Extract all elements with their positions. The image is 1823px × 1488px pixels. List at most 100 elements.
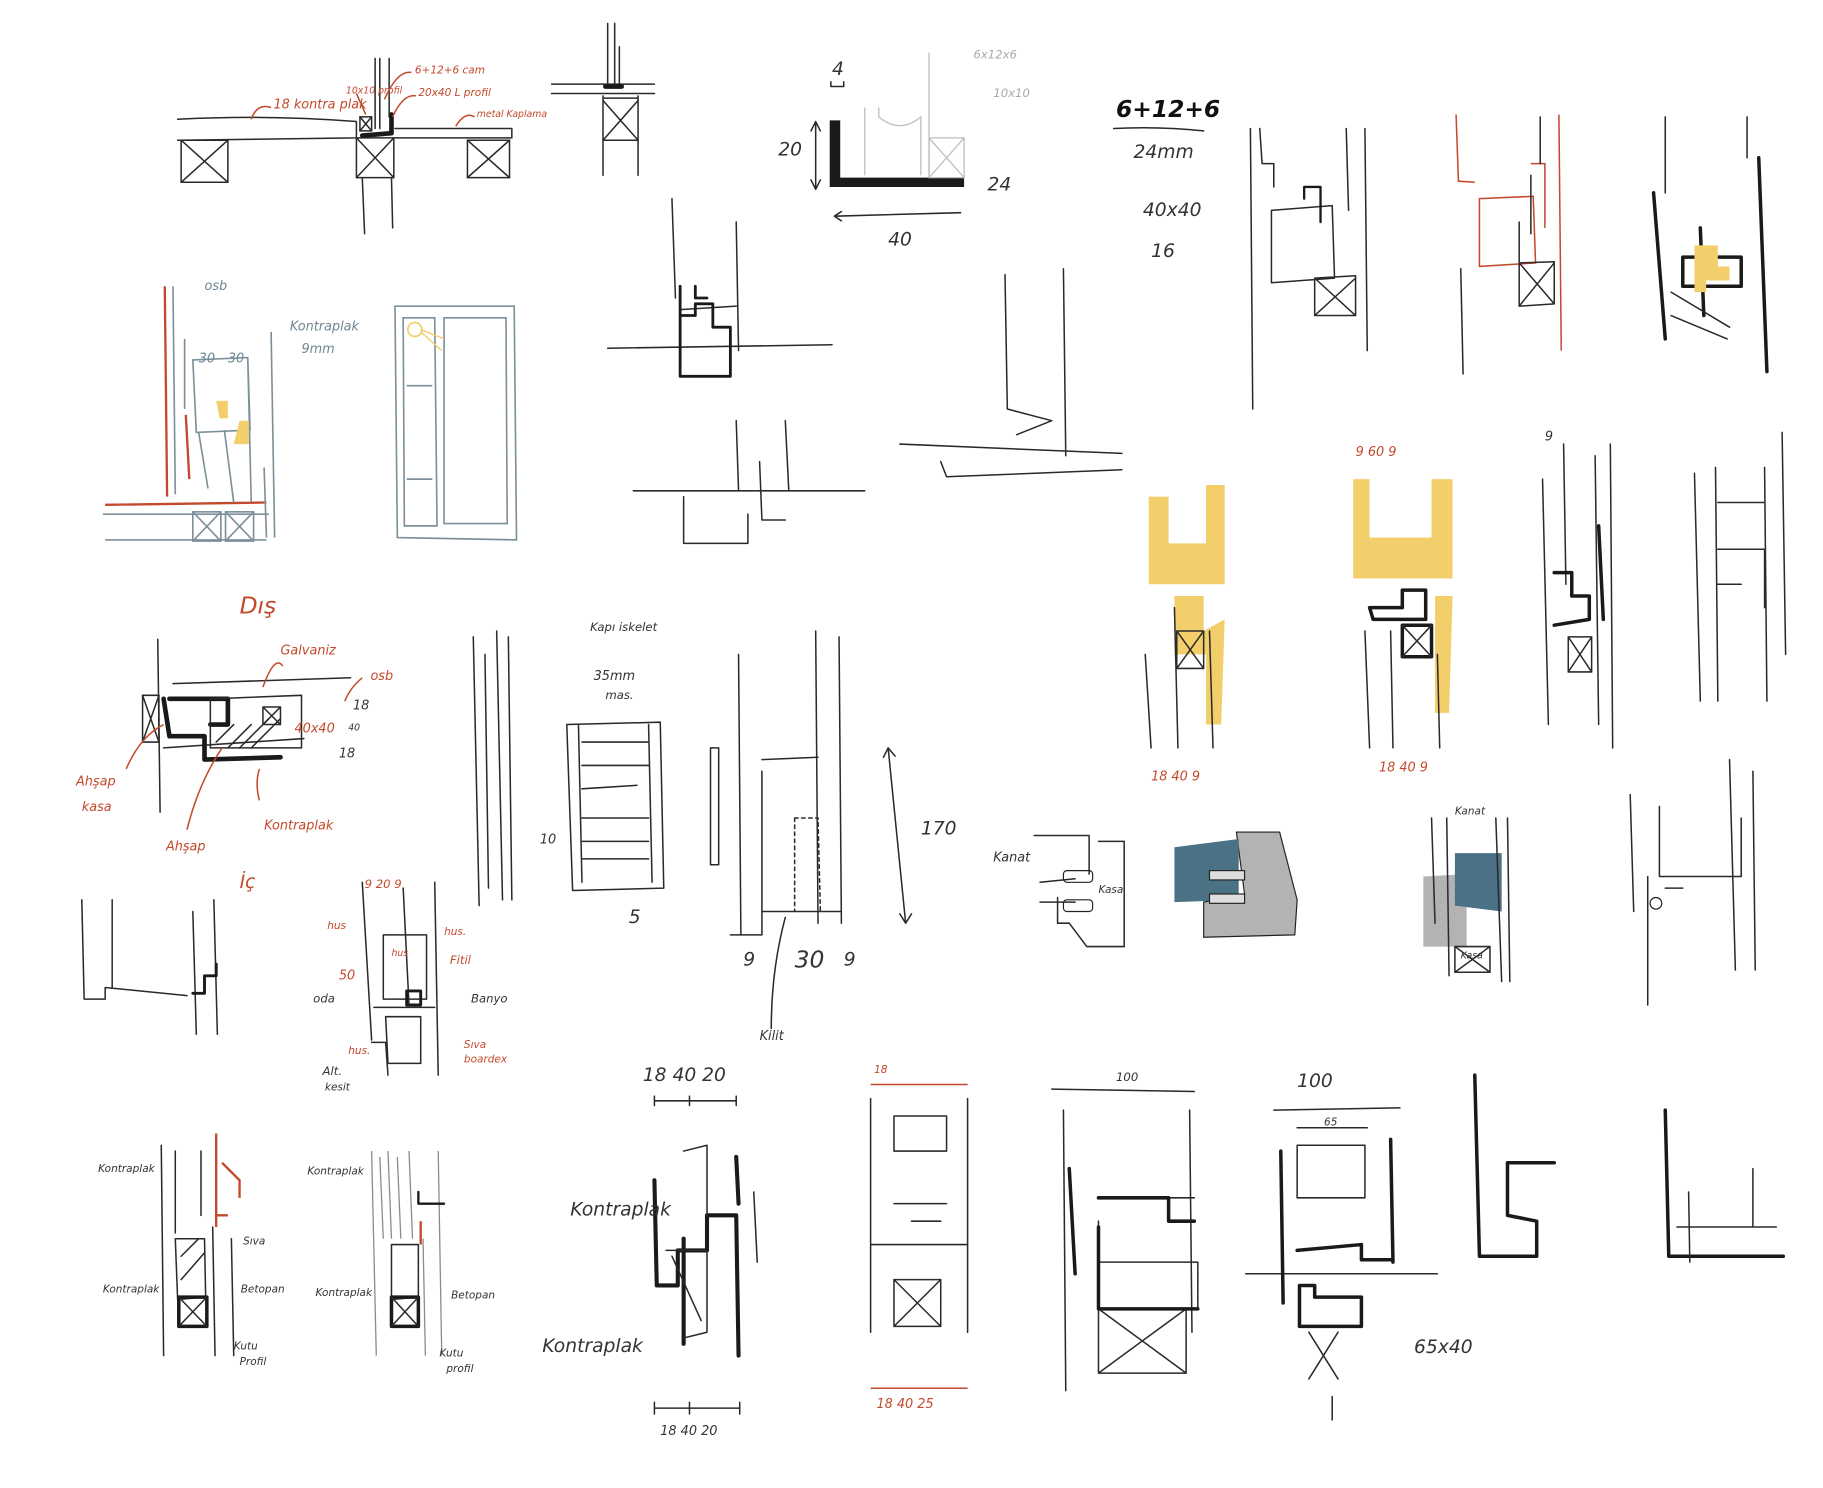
label-ahsap-kasa-2: kasa <box>82 800 112 815</box>
dim-9b: 9 <box>844 949 856 970</box>
label-kontraplak-b: Kontraplak <box>542 1336 644 1357</box>
dim-9a: 9 <box>743 949 755 970</box>
sketch-yellow-sections: 9 60 9 18 40 9 18 40 9 9 <box>1144 430 1787 785</box>
label-siva: Sıva <box>464 1039 486 1051</box>
label-osb: osb <box>370 669 393 684</box>
sketch-l-profile: 4 20 24 40 6x12x6 10x10 <box>778 47 1030 250</box>
dim-50: 50 <box>339 968 355 983</box>
sketch-glass-joint: 18 kontra plak 10x10 profil 6+12+6 cam 2… <box>176 57 548 235</box>
label-kontraplak: 18 kontra plak <box>273 98 367 113</box>
label-kutu: Kutu <box>234 1341 258 1353</box>
dim-100-a: 100 <box>1116 1070 1138 1084</box>
label-hus-2: hus. <box>444 926 466 938</box>
dim-18-40-9-a: 18 40 9 <box>1151 770 1200 785</box>
label-fitil: Fitil <box>450 953 472 967</box>
label-kontraplak: Kontraplak <box>264 819 334 834</box>
dim-40: 40 <box>888 229 912 250</box>
sketch-kanat-kasa: Kanat Kasa Kanat Kasa <box>993 758 1756 1006</box>
label-banyo: Banyo <box>471 992 508 1006</box>
note-glass: 6+12+6 <box>1116 95 1220 123</box>
label-kasa-2: Kasa <box>1461 950 1483 961</box>
label-kasa: Kasa <box>1098 884 1123 896</box>
dim-9-20-9: 9 20 9 <box>365 877 402 891</box>
dim-18-40-9-b: 18 40 9 <box>1379 760 1428 775</box>
dim-30b: 30 <box>228 351 244 366</box>
label-kontraplak: Kontraplak <box>290 320 360 335</box>
dim-170: 170 <box>921 818 957 839</box>
dim-10: 10 <box>540 833 556 848</box>
sketch-bottom-dims: 18 40 20 Kontraplak Kontraplak 18 40 20 … <box>542 1064 1786 1439</box>
dim-4: 4 <box>832 59 844 80</box>
label-kanat: Kanat <box>993 850 1031 865</box>
label-9mm: 9mm <box>301 342 334 357</box>
label-ic: İç <box>240 870 257 893</box>
label-kesit: kesit <box>325 1081 351 1093</box>
dim-100-b: 100 <box>1297 1071 1333 1092</box>
note-profile: 40x40 <box>1143 200 1202 221</box>
dim-18-40-25-red: 18 40 25 <box>876 1397 933 1412</box>
label-ahsap: Ahşap <box>165 840 206 855</box>
label-profil: Profil <box>240 1356 267 1368</box>
dim-9-60-9: 9 60 9 <box>1356 445 1397 460</box>
note-total: 24mm <box>1134 142 1194 163</box>
dim-9: 9 <box>1545 430 1553 445</box>
label-kapi-iskelet: Kapı iskelet <box>590 620 657 634</box>
sketch-small-section <box>550 22 656 177</box>
sketch-osb-detail: osb Kontraplak 9mm 30 30 <box>102 279 518 542</box>
l-profile-shape <box>829 120 965 187</box>
label-hus-1: hus <box>327 920 346 932</box>
label-65x40: 65x40 <box>1414 1337 1473 1358</box>
notes: 6+12+6 24mm 40x40 16 <box>1112 95 1220 262</box>
label-ahsap-kasa-1: Ahşap <box>75 774 116 789</box>
sketch-small-left <box>81 899 219 1035</box>
note-16: 16 <box>1151 241 1175 262</box>
label-35mm: 35mm <box>594 669 635 684</box>
label-kontraplak-4: Kontraplak <box>316 1287 373 1299</box>
label-40x40: 40x40 <box>294 722 334 737</box>
dim-65: 65 <box>1324 1116 1338 1128</box>
label-metal: metal Kaplama <box>477 109 548 120</box>
label-kontraplak-2: Kontraplak <box>103 1283 160 1295</box>
label-box: 10x10 <box>993 86 1030 100</box>
label-kanat-2: Kanat <box>1455 806 1486 818</box>
dim-30: 30 <box>795 946 825 974</box>
label-glass: 6x12x6 <box>973 47 1017 61</box>
dim-18-red: 18 <box>874 1064 888 1076</box>
label-profil-2: profil <box>445 1363 473 1375</box>
label-kontraplak-1: Kontraplak <box>98 1163 155 1175</box>
label-alt: Alt. <box>322 1064 343 1078</box>
label-hus-4: hus. <box>348 1045 370 1057</box>
label-siva: Sıva <box>243 1236 265 1248</box>
label-mas: mas. <box>605 688 633 702</box>
label-profil: 10x10 profil <box>346 85 403 96</box>
sketch-middle-sections <box>606 197 1123 545</box>
dim-30a: 30 <box>199 351 215 366</box>
dim-18a: 18 <box>353 698 369 713</box>
sketch-dis-detail: Dış Galvaniz osb 18 40 18 40x40 Ahşap ka… <box>75 592 513 907</box>
label-oda: oda <box>313 992 335 1006</box>
label-betopan: Betopan <box>241 1283 285 1295</box>
label-osb: osb <box>205 279 228 294</box>
sketch-top-right-sections <box>1249 114 1769 410</box>
label-galvaniz: Galvaniz <box>280 643 336 658</box>
dim-18-40-20-top: 18 40 20 <box>643 1065 726 1086</box>
sketch-kapi-iskelet: Kapı iskelet 35mm mas. 10 5 9 30 9 170 K… <box>540 620 957 1044</box>
dim-20: 20 <box>778 139 802 160</box>
dim-18b: 18 <box>339 746 355 761</box>
label-hus-3: hus <box>391 948 408 959</box>
label-kontraplak-3: Kontraplak <box>307 1165 364 1177</box>
dim-5: 5 <box>629 907 641 928</box>
sketch-hus-detail: 9 20 9 hus hus. hus Fitil 50 oda Banyo h… <box>313 877 508 1093</box>
label-betopan-2: Betopan <box>451 1289 495 1301</box>
label-boardex: boardex <box>464 1053 508 1065</box>
label-dis: Dış <box>240 592 277 620</box>
sketch-bottom-left: Kontraplak Kontraplak Sıva Betopan Kutu … <box>98 1133 495 1375</box>
dim-40: 40 <box>348 722 360 733</box>
label-kontraplak-a: Kontraplak <box>570 1199 672 1220</box>
label-kutu-2: Kutu <box>439 1348 463 1360</box>
dim-24: 24 <box>987 174 1011 195</box>
dim-18-40-20-bottom: 18 40 20 <box>660 1424 717 1439</box>
label-l-profil: 20x40 L profil <box>418 87 491 99</box>
label-cam: 6+12+6 cam <box>415 65 485 77</box>
